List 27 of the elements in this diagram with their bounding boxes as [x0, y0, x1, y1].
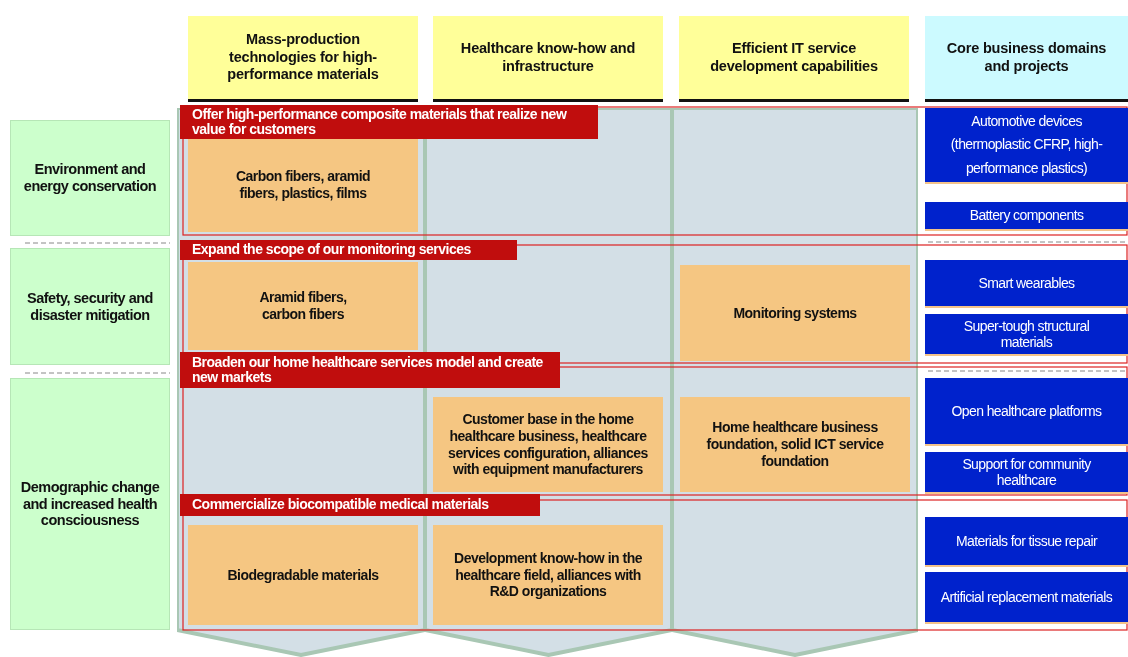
- capability-header: Healthcare know-how and infrastructure: [433, 16, 663, 102]
- capability-header: Mass-production technologies for high-performance materials: [188, 16, 418, 102]
- asset-box: Biodegradable materials: [188, 525, 418, 625]
- domain-header: Core business domains and projects: [925, 16, 1128, 102]
- strategy-banner: Commercialize biocompatible medical materials: [180, 494, 540, 516]
- asset-box: Development know-how in the healthcare field, alliances with R&D organizations: [433, 525, 663, 625]
- capability-header: Efficient IT service development capabilities: [679, 16, 909, 102]
- project-box: Smart wearables: [925, 260, 1128, 308]
- strategy-banner: Broaden our home healthcare services model and create new markets: [180, 352, 560, 388]
- strategy-banner: Expand the scope of our monitoring services: [180, 240, 517, 260]
- project-box: Materials for tissue repair: [925, 517, 1128, 567]
- theme-label: Environment and energy conservation: [10, 120, 170, 236]
- asset-box: Home healthcare business foundation, solid ICT service foundation: [680, 397, 910, 492]
- project-box: Support for community healthcare: [925, 452, 1128, 494]
- theme-label: Safety, security and disaster mitigation: [10, 248, 170, 365]
- asset-box: Monitoring systems: [680, 265, 910, 361]
- project-box: Automotive devices (thermoplastic CFRP, high-performance plastics): [925, 108, 1128, 184]
- asset-box: Customer base in the home healthcare business, healthcare services configuration, alliances with equipment manufacturers: [433, 397, 663, 492]
- project-box: Artificial replacement materials: [925, 572, 1128, 624]
- theme-label: Demographic change and increased health consciousness: [10, 378, 170, 630]
- column-band: [672, 108, 918, 657]
- asset-box: Carbon fibers, aramid fibers, plastics, films: [188, 138, 418, 232]
- strategy-banner: Offer high-performance composite materials that realize new value for customers: [180, 105, 598, 139]
- project-box: Open healthcare platforms: [925, 378, 1128, 446]
- project-box: Battery components: [925, 202, 1128, 231]
- asset-box: Aramid fibers, carbon fibers: [188, 262, 418, 350]
- project-box: Super-tough structural materials: [925, 314, 1128, 356]
